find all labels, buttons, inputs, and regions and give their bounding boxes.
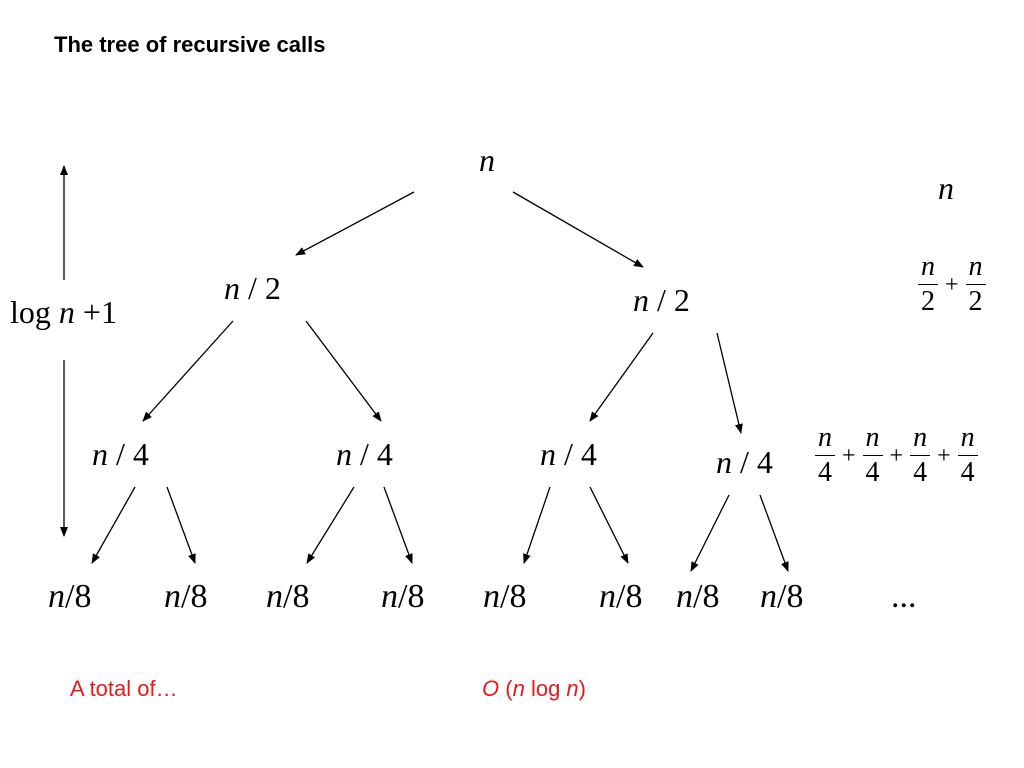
fraction: n 2 xyxy=(918,253,938,316)
tree-node-level2: n / 4 xyxy=(92,436,149,472)
tree-edge xyxy=(523,486,551,564)
tree-node-level2: n / 4 xyxy=(716,444,773,480)
tree-node-level2: n / 4 xyxy=(336,436,393,472)
fraction: n 2 xyxy=(965,253,986,316)
tree-ellipsis: ... xyxy=(891,578,917,615)
tree-edge xyxy=(589,332,654,422)
tree-edge xyxy=(512,191,644,268)
tree-node-level3: n/8 xyxy=(676,578,720,615)
tree-node-level3: n/8 xyxy=(599,578,643,615)
tree-node-level3: n/8 xyxy=(266,578,310,615)
tree-node-root: n xyxy=(479,142,495,178)
tree-edge xyxy=(690,494,730,572)
tree-node-level3: n/8 xyxy=(48,578,92,615)
tree-edge xyxy=(589,486,629,564)
tree-edge xyxy=(759,494,789,572)
tree-edge xyxy=(383,486,413,564)
fraction: n 4 xyxy=(910,424,931,487)
tree-edge xyxy=(305,320,382,422)
tree-node-level3: n/8 xyxy=(381,578,425,615)
tree-node-level3: n/8 xyxy=(164,578,208,615)
level-sum-row2: n 4 + n 4 + n 4 + n 4 xyxy=(815,424,978,487)
fraction: n 4 xyxy=(862,424,883,487)
tree-edge xyxy=(295,191,415,256)
fraction: n 4 xyxy=(815,424,835,487)
total-text: A total of… xyxy=(70,676,178,701)
tree-edge xyxy=(306,486,355,564)
tree-edge xyxy=(142,320,234,422)
tree-edge xyxy=(166,486,196,564)
level-sum-row0: n xyxy=(938,170,954,206)
tree-node-level2: n / 4 xyxy=(540,436,597,472)
slide-title: The tree of recursive calls xyxy=(54,32,326,57)
complexity-text: O (n log n) xyxy=(482,676,586,701)
tree-node-level3: n/8 xyxy=(483,578,527,615)
tree-height-label: log n +1 xyxy=(10,294,117,330)
tree-node-level1: n / 2 xyxy=(224,270,281,306)
tree-node-level1: n / 2 xyxy=(633,282,690,318)
level-sum-row1: n 2 + n 2 xyxy=(918,253,986,316)
tree-edge xyxy=(91,486,136,564)
fraction: n 4 xyxy=(957,424,978,487)
tree-edge xyxy=(716,332,743,434)
tree-node-level3: n/8 xyxy=(760,578,804,615)
